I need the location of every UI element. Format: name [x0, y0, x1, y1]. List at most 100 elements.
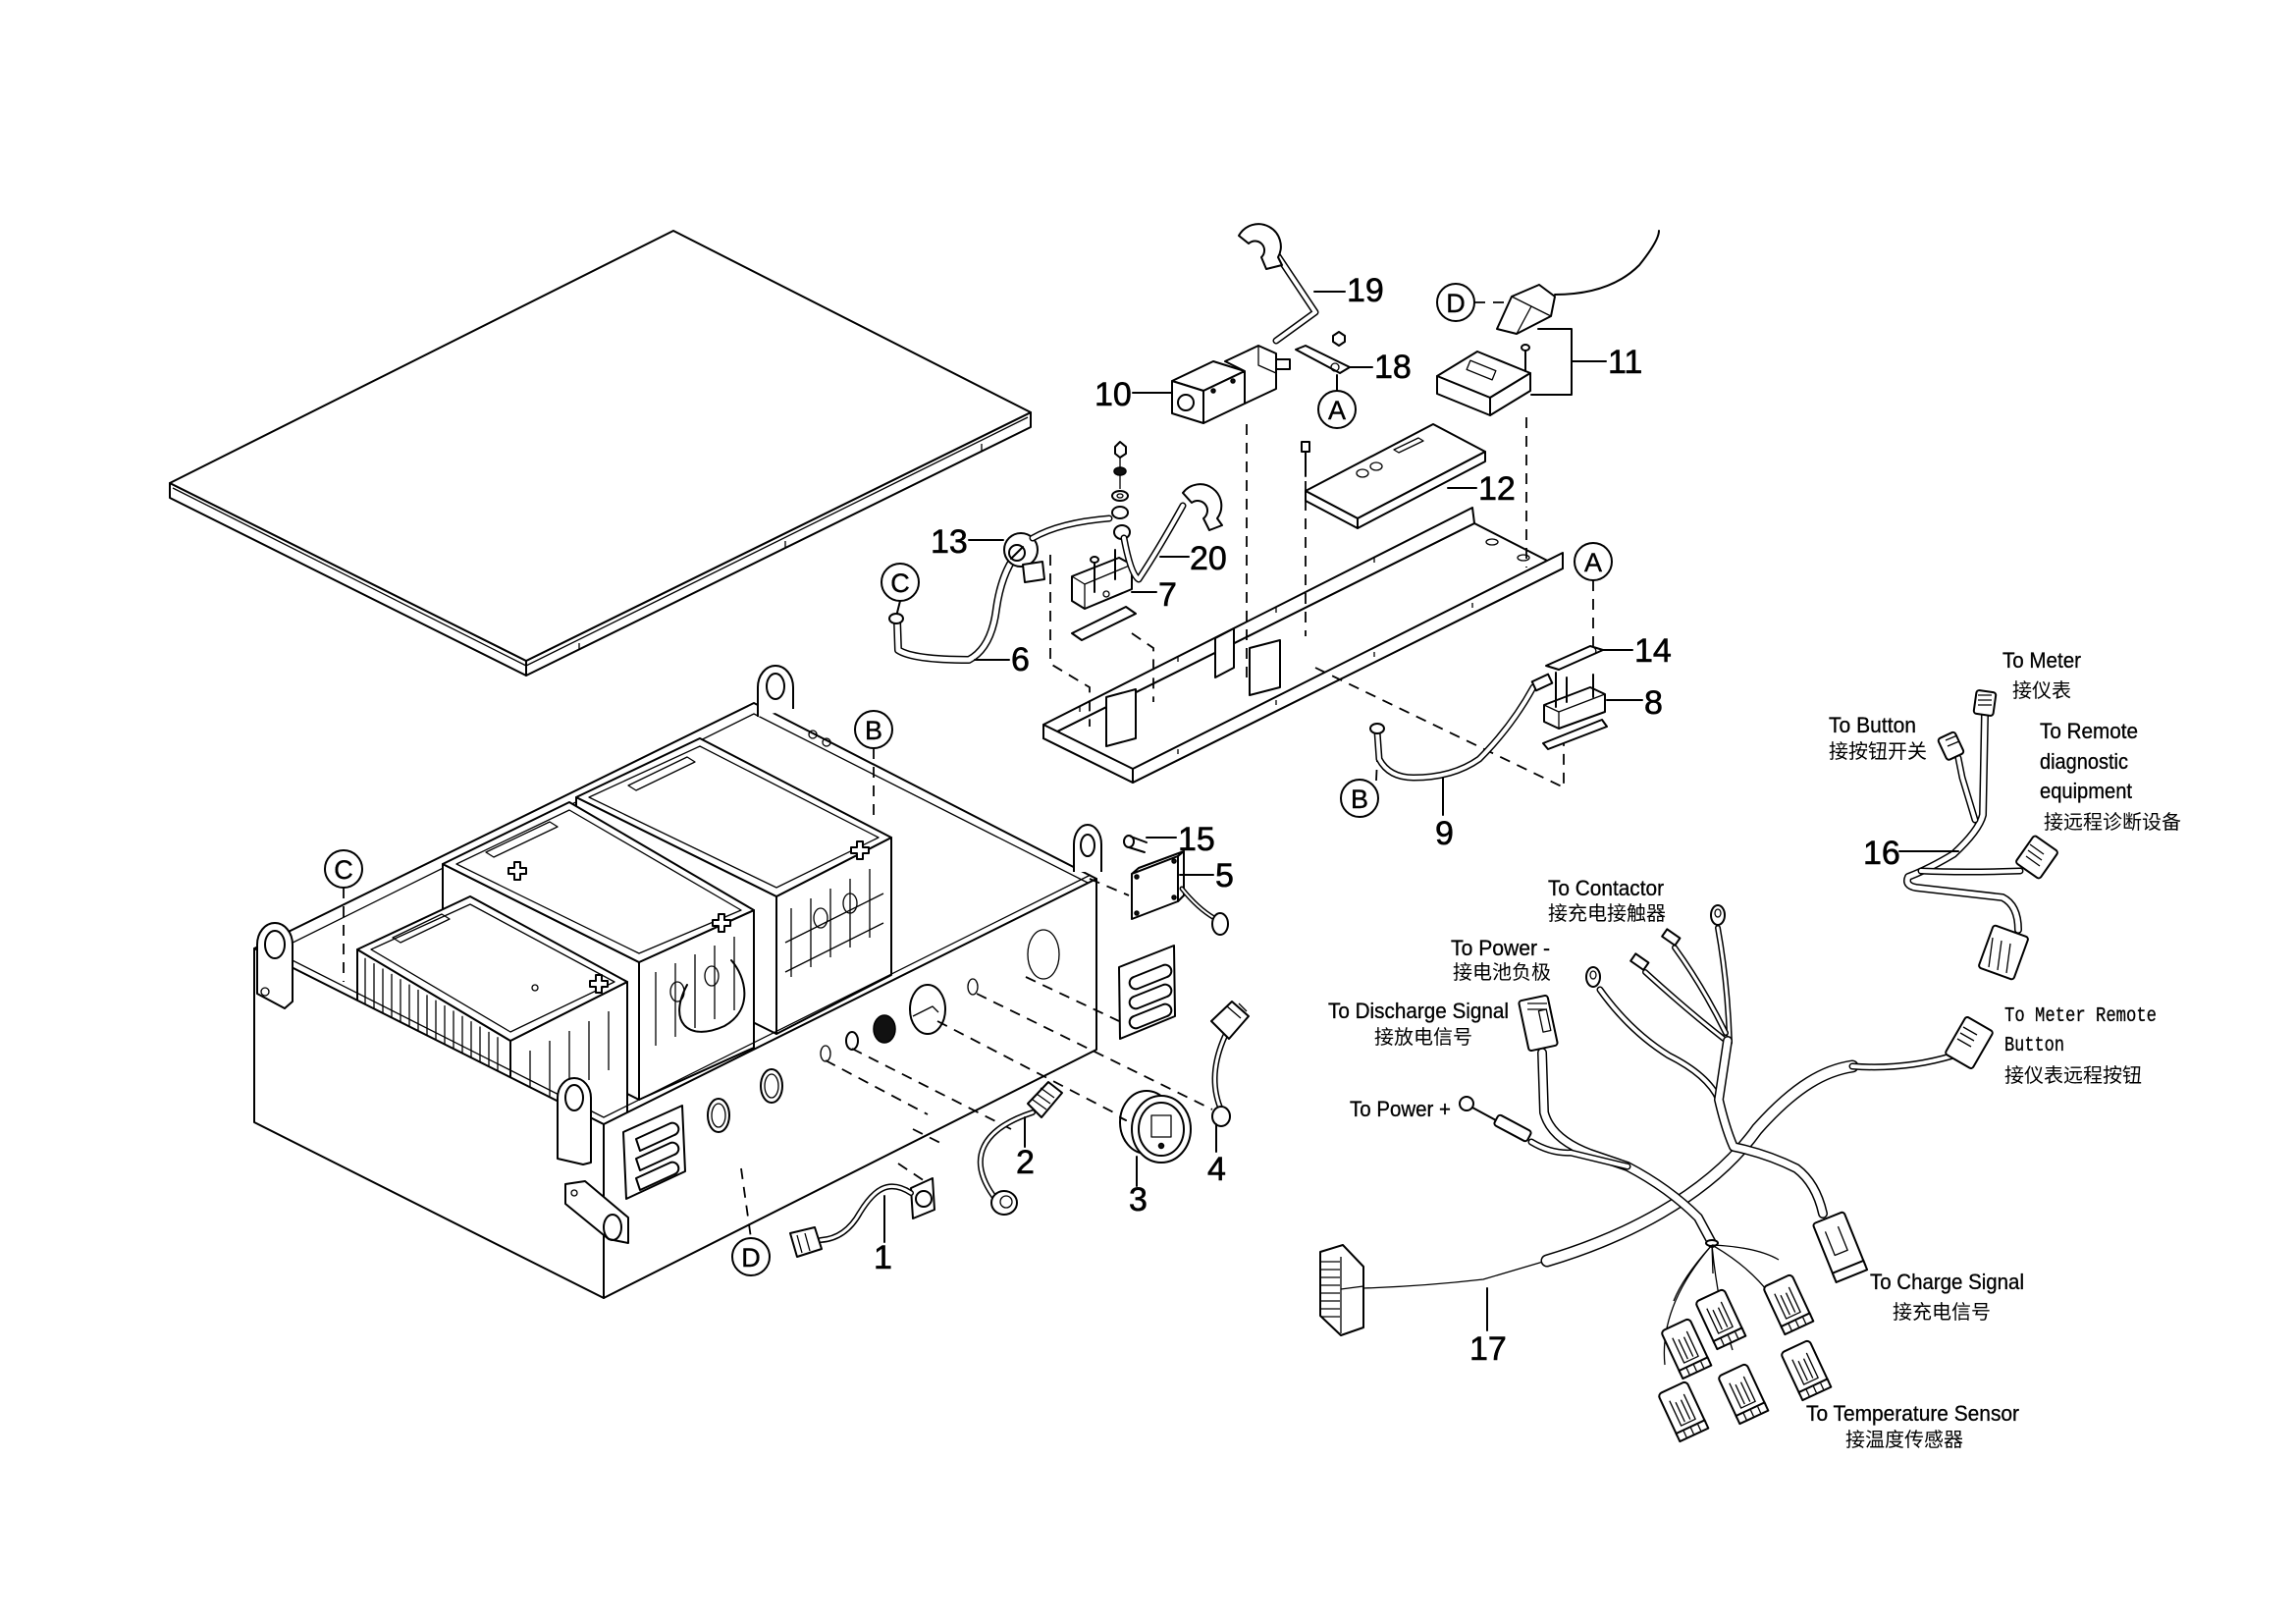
label-to-meter: To Meter — [2002, 648, 2081, 673]
harness-16-bottom-connector — [1978, 924, 2029, 981]
callout-2: 2 — [1016, 1144, 1035, 1181]
label-to-power-negative-zh: 接电池负极 — [1453, 960, 1551, 984]
part-18-link-bar — [1295, 331, 1351, 392]
callout-5: 5 — [1215, 857, 1234, 894]
label-to-contactor-zh: 接充电接触器 — [1548, 901, 1666, 925]
label-to-remote-line2: diagnostic — [2040, 749, 2128, 774]
label-to-button: To Button — [1829, 713, 1916, 737]
battery-box — [253, 665, 1102, 1299]
label-to-remote-zh: 接远程诊断设备 — [2044, 810, 2181, 834]
box-wall-holes — [707, 929, 1060, 1133]
svg-text:A: A — [1584, 548, 1602, 577]
callout-numbers: 1 2 3 4 5 6 7 8 9 10 11 12 13 14 15 16 1… — [874, 272, 1900, 1369]
assembly-lines-lower — [343, 748, 1213, 1239]
label-to-temperature-sensor: To Temperature Sensor — [1806, 1401, 2019, 1426]
label-to-discharge-signal-zh: 接放电信号 — [1374, 1025, 1472, 1049]
hardware-stack — [1111, 441, 1129, 502]
callout-18: 18 — [1374, 349, 1412, 386]
front-vent-grille — [622, 1105, 686, 1200]
temperature-connector-5 — [1761, 1272, 1815, 1336]
part-19-cable — [1238, 223, 1319, 345]
callout-9: 9 — [1435, 815, 1454, 852]
mounting-foot-front — [564, 1180, 629, 1244]
reference-marker-b: B — [854, 710, 893, 749]
box-rim-line — [260, 874, 1092, 1118]
temperature-connector-4 — [1716, 1362, 1770, 1426]
callout-13: 13 — [931, 523, 968, 561]
box-back-walls — [253, 702, 1097, 958]
lifting-lug-right — [1073, 824, 1102, 872]
reference-marker-c: C — [324, 849, 363, 889]
part-2-connector-cable — [977, 1081, 1063, 1216]
part-14-link-clip — [1545, 645, 1604, 671]
svg-text:C: C — [890, 568, 910, 598]
mounting-tray — [1042, 507, 1564, 784]
part-17-main-harness — [1319, 904, 1994, 1443]
label-to-power-negative: To Power - — [1451, 936, 1550, 960]
reference-marker-b: B — [1340, 779, 1379, 818]
svg-text:C: C — [334, 855, 353, 885]
label-to-charge-signal: To Charge Signal — [1870, 1270, 2024, 1294]
callout-11: 11 — [1608, 344, 1642, 381]
part-16-harness — [1903, 689, 2058, 981]
label-to-charge-signal-zh: 接充电信号 — [1893, 1300, 1991, 1324]
battery-cover-lid — [169, 230, 1032, 677]
reference-marker-d: D — [1436, 283, 1475, 322]
callout-19: 19 — [1347, 272, 1384, 309]
label-to-contactor: To Contactor — [1548, 876, 1664, 900]
harness-16-remote-connector — [2015, 835, 2058, 880]
part-1-connector-cable — [789, 1177, 935, 1258]
callout-20: 20 — [1190, 540, 1227, 577]
label-to-meter-remote-line1: To Meter Remote — [2004, 1005, 2157, 1028]
part-11-remote-module — [1436, 230, 1660, 416]
label-to-discharge-signal: To Discharge Signal — [1328, 999, 1509, 1023]
part-20-cable — [1120, 483, 1223, 583]
label-to-power-positive: To Power + — [1350, 1097, 1451, 1121]
harness-17-discharge-connector — [1518, 995, 1559, 1052]
callout-17: 17 — [1469, 1330, 1507, 1368]
assembly-lines-upper — [1049, 301, 1594, 789]
label-to-meter-zh: 接仪表 — [2012, 678, 2071, 702]
reference-marker-a: A — [1317, 390, 1357, 429]
lifting-lug-back — [757, 665, 794, 717]
harness-16-labels: To Meter 接仪表 To Button 接按钮开关 To Remote d… — [1829, 648, 2181, 834]
harness-17-meter-remote-connector — [1945, 1016, 1994, 1069]
callout-1: 1 — [874, 1239, 892, 1276]
callout-3: 3 — [1129, 1181, 1148, 1218]
harness-17-charge-signal-connector — [1812, 1211, 1869, 1283]
callout-10: 10 — [1095, 376, 1132, 413]
callout-16: 16 — [1863, 835, 1900, 872]
reference-marker-a: A — [1574, 542, 1613, 581]
label-to-remote-line1: To Remote — [2040, 719, 2138, 743]
label-to-meter-remote-line2: Button — [2004, 1035, 2064, 1057]
reference-marker-c: C — [881, 563, 920, 602]
label-to-temperature-sensor-zh: 接温度传感器 — [1845, 1428, 1963, 1451]
lifting-lug-left — [256, 922, 294, 1009]
lifting-lug-front — [557, 1077, 592, 1165]
part-5-junction-box — [1131, 850, 1229, 936]
temperature-connector-3 — [1656, 1380, 1710, 1443]
part-4-connector-cable — [1210, 1001, 1250, 1127]
part-8-terminal-block — [1542, 672, 1608, 750]
part-7-terminal-block — [1071, 524, 1137, 641]
label-to-button-zh: 接按钮开关 — [1829, 739, 1927, 763]
harness-17-labels: To Contactor 接充电接触器 To Power - 接电池负极 To … — [1328, 876, 2157, 1451]
temperature-connector-1 — [1659, 1317, 1713, 1380]
callout-8: 8 — [1644, 684, 1663, 722]
svg-text:B: B — [1351, 785, 1368, 814]
part-3-gauge-meter — [1119, 1090, 1192, 1164]
temperature-connector-2 — [1693, 1287, 1747, 1351]
reference-markers: A A B B C C D D — [324, 283, 1613, 1276]
callout-15: 15 — [1178, 821, 1215, 858]
part-6-cable — [888, 551, 1020, 664]
callout-12: 12 — [1478, 470, 1516, 508]
label-to-remote-line3: equipment — [2040, 779, 2132, 803]
svg-text:D: D — [1446, 289, 1466, 318]
harness-16-button-connector — [1937, 731, 1965, 761]
svg-text:A: A — [1328, 396, 1346, 425]
side-vent-grille — [1118, 945, 1176, 1040]
svg-text:D: D — [741, 1243, 761, 1272]
part-15-screw — [1123, 835, 1148, 853]
box-front-right-wall — [603, 878, 1097, 1299]
